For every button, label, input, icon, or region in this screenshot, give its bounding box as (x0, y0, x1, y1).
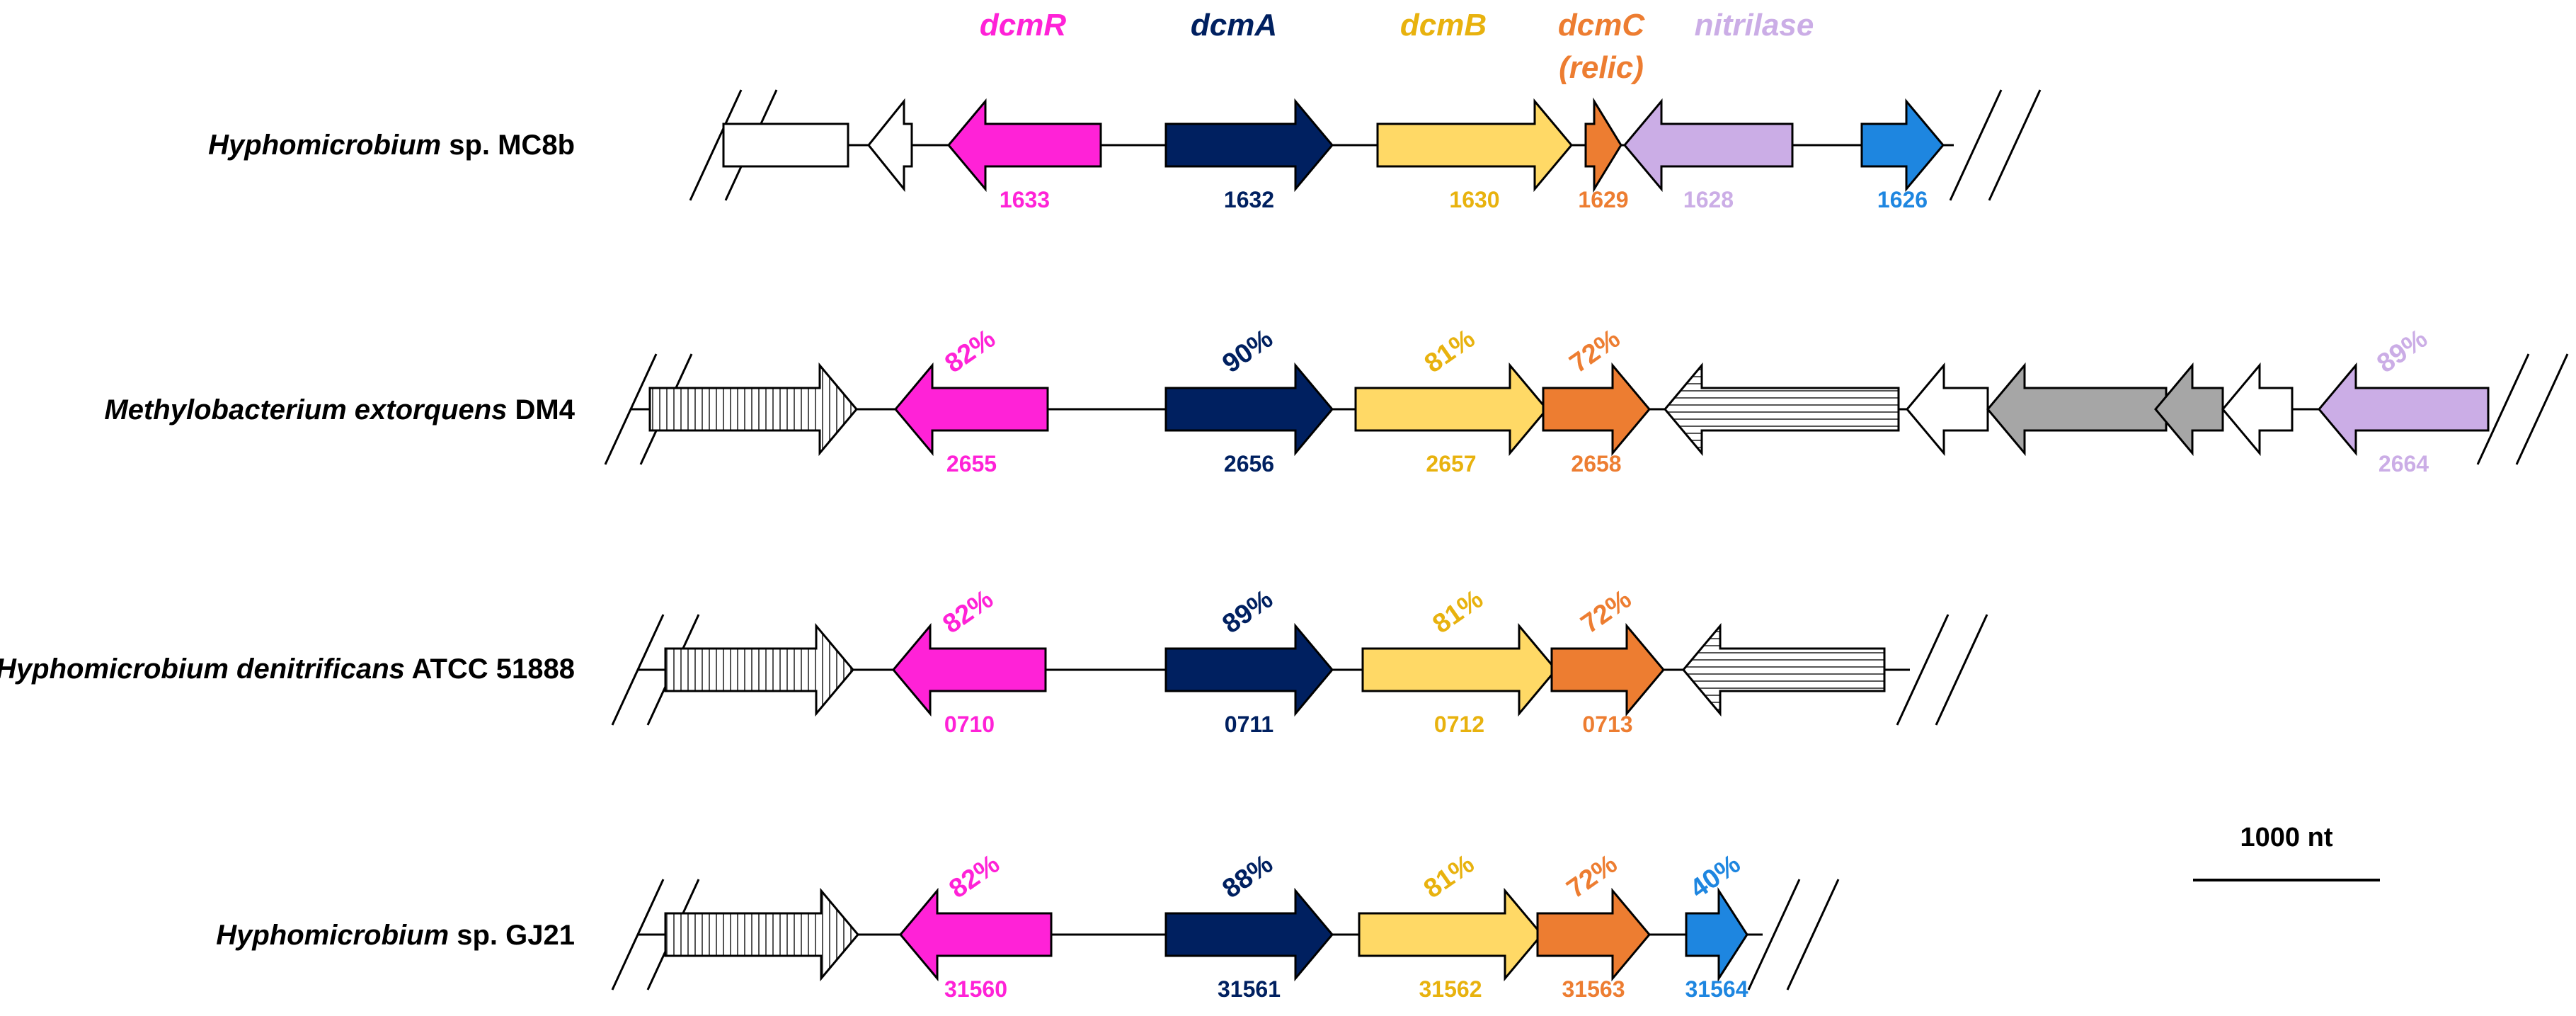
break-mark (1786, 879, 1840, 991)
gene-id-label: 1632 (1224, 187, 1274, 212)
identity-percent: 81% (1419, 849, 1479, 904)
organism-name: Hyphomicrobium sp. GJ21 (216, 920, 575, 951)
gene-id-label: 1630 (1449, 187, 1499, 212)
gene-id-label: 1628 (1683, 187, 1734, 212)
gene-arrow-nitrilase (2318, 362, 2490, 457)
break-mark (2515, 353, 2569, 465)
gene-arrow-dcmA (1164, 98, 1334, 193)
gene-id-label: 0710 (944, 712, 995, 737)
gene-arrow-blue (1860, 98, 1945, 193)
gene-arrow-white (1906, 362, 1989, 457)
header-dcmR: dcmR (980, 8, 1066, 42)
gene-tracks: 1633 1632 1630 1629 1628 1626 2655 82% 2656 90% 26… (604, 89, 2569, 1002)
identity-percent: 81% (1427, 584, 1488, 639)
header-dcmB: dcmB (1400, 8, 1487, 42)
gene-id-label: 2655 (946, 451, 997, 476)
gene-arrow-vstripe (664, 622, 854, 717)
break-mark (611, 879, 665, 991)
gene-id-label: 31564 (1685, 976, 1748, 1002)
header-dcmA: dcmA (1191, 8, 1277, 42)
gene-arrow-dcmB (1354, 362, 1548, 457)
identity-percent: 88% (1217, 849, 1278, 904)
gene-arrow-dcmR (892, 622, 1047, 717)
organism-name: Hyphomicrobium denitrificans ATCC 51888 (0, 653, 575, 685)
organism-genus: Hyphomicrobium (216, 920, 449, 951)
break-mark (689, 89, 743, 201)
gene-arrow-dcmR (894, 362, 1049, 457)
gene-id-label: 0711 (1225, 712, 1273, 737)
organism-genus: Hyphomicrobium (208, 130, 441, 161)
gene-id-label: 31561 (1218, 976, 1281, 1002)
gene-arrow-white (722, 122, 849, 168)
organism-name: Methylobacterium extorquens DM4 (104, 394, 575, 426)
gene-arrow-dcmA (1164, 887, 1334, 982)
gene-id-label: 1633 (1000, 187, 1050, 212)
gene-arrow-nitrilase (1623, 98, 1794, 193)
gene-arrow-dcmB (1358, 887, 1543, 982)
identity-percent: 82% (939, 324, 1000, 379)
break-mark (1949, 89, 2003, 201)
break-mark (1988, 89, 2042, 201)
gene-arrow-dcmC (1542, 362, 1651, 457)
gene-arrow-hstripe (1682, 622, 1886, 717)
break-mark (1896, 614, 1950, 726)
break-mark (611, 614, 665, 726)
gene-arrow-hstripe (1664, 362, 1900, 457)
gene-id-label: 31560 (944, 976, 1007, 1002)
organism-name: Hyphomicrobium sp. MC8b (208, 130, 575, 161)
header-dcmC: dcmC (1558, 8, 1645, 42)
identity-percent: 90% (1217, 324, 1278, 379)
gene-arrow-grey (1986, 362, 2168, 457)
gene-arrow-vstripe (648, 362, 858, 457)
gene-id-label: 31563 (1562, 976, 1625, 1002)
gene-id-label: 1629 (1578, 187, 1628, 212)
gene-arrow-dcmC (1536, 887, 1651, 982)
break-mark (1747, 879, 1801, 991)
gene-arrow-white (867, 98, 913, 193)
identity-percent: 89% (1217, 584, 1278, 639)
gene-arrow-dcmC (1584, 97, 1622, 193)
organism-strain: sp. MC8b (449, 130, 575, 161)
gene-id-label: 1626 (1877, 187, 1928, 212)
identity-percent: 81% (1419, 324, 1480, 379)
organism-genus: Hyphomicrobium denitrificans (0, 653, 405, 685)
gene-arrow-dcmA (1164, 362, 1334, 457)
gene-arrow-dcmA (1164, 622, 1334, 717)
gene-arrow-white (2221, 362, 2294, 457)
break-mark (604, 353, 658, 465)
gene-id-label: 31562 (1419, 976, 1482, 1002)
gene-arrow-dcmC (1550, 622, 1665, 717)
identity-percent: 40% (1685, 849, 1746, 904)
gene-id-label: 2656 (1224, 451, 1274, 476)
track-row: 1633 1632 1630 1629 1628 1626 (689, 89, 2042, 212)
organism-strain: DM4 (515, 394, 576, 426)
gene-arrow-vstripe (664, 887, 859, 982)
break-mark (2476, 353, 2530, 465)
gene-arrow-blue (1685, 886, 1748, 983)
header-dcmC-relic: (relic) (1559, 50, 1644, 85)
organism-strain: sp. GJ21 (457, 920, 575, 951)
gene-arrow-dcmB (1376, 98, 1573, 193)
identity-percent: 82% (937, 584, 998, 639)
gene-id-label: 0712 (1434, 712, 1484, 737)
break-mark (1935, 614, 1988, 726)
header-nitrilase: nitrilase (1695, 8, 1814, 42)
gene-id-label: 2657 (1426, 451, 1476, 476)
gene-arrow-dcmB (1361, 622, 1557, 717)
gene-id-label: 2664 (2378, 451, 2429, 476)
gene-id-label: 0713 (1582, 712, 1632, 737)
identity-percent: 89% (2371, 324, 2432, 379)
scale-bar-label: 1000 nt (2240, 823, 2333, 852)
organism-genus: Methylobacterium extorquens (104, 394, 507, 426)
gene-arrow-dcmR (947, 98, 1102, 193)
identity-percent: 82% (944, 849, 1004, 904)
gene-arrow-dcmR (899, 887, 1053, 982)
organism-strain: ATCC 51888 (412, 653, 575, 685)
gene-arrow-grey (2154, 362, 2224, 457)
gene-id-label: 2658 (1571, 451, 1621, 476)
